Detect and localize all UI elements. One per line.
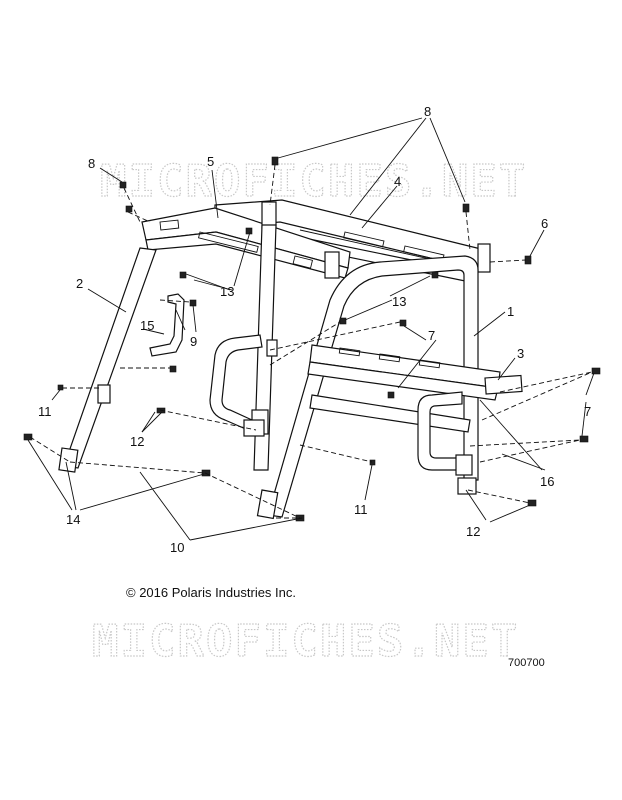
grab-handle-right-part-16 [417, 391, 473, 476]
front-left-post-part-2 [58, 247, 157, 473]
callout-2: 2 [76, 276, 83, 291]
callout-11-center: 11 [354, 502, 368, 517]
callout-11-left: 11 [38, 404, 52, 419]
bracket-part-15 [149, 293, 185, 357]
main-side-hoop-part-1 [256, 255, 479, 520]
callout-4: 4 [394, 174, 401, 189]
callout-12-left: 12 [130, 434, 144, 449]
callout-14: 14 [66, 512, 80, 527]
figure-number: 700700 [508, 657, 545, 669]
callout-3: 3 [517, 346, 524, 361]
callout-leader-lines [27, 117, 595, 541]
rear-left-post [251, 224, 278, 471]
callout-12-right: 12 [466, 524, 480, 539]
callout-16: 16 [540, 474, 554, 489]
callout-1: 1 [507, 304, 514, 319]
lower-cross-frame-part-3 [307, 344, 523, 433]
callout-9: 9 [190, 334, 197, 349]
callout-8-top: 8 [424, 104, 431, 119]
callout-8-left: 8 [88, 156, 95, 171]
watermark-bottom: MICROFICHES.NET [92, 616, 519, 667]
callout-5: 5 [207, 154, 214, 169]
grab-handle-left-part-16 [209, 334, 265, 437]
callout-6: 6 [541, 216, 548, 231]
callout-15: 15 [140, 318, 154, 333]
callout-7-center: 7 [428, 328, 435, 343]
callout-13-upper: 13 [220, 284, 234, 299]
callout-10: 10 [170, 540, 184, 555]
watermark-top: MICROFICHES.NET [100, 156, 527, 207]
copyright-notice: © 2016 Polaris Industries Inc. [126, 585, 296, 600]
callout-7-right: 7 [584, 404, 591, 419]
callout-numbers: 8 8 5 4 6 2 13 13 1 15 9 7 3 7 11 12 16 … [38, 104, 591, 555]
callout-13-lower: 13 [392, 294, 406, 309]
assembly-dashed-lines [29, 164, 593, 519]
